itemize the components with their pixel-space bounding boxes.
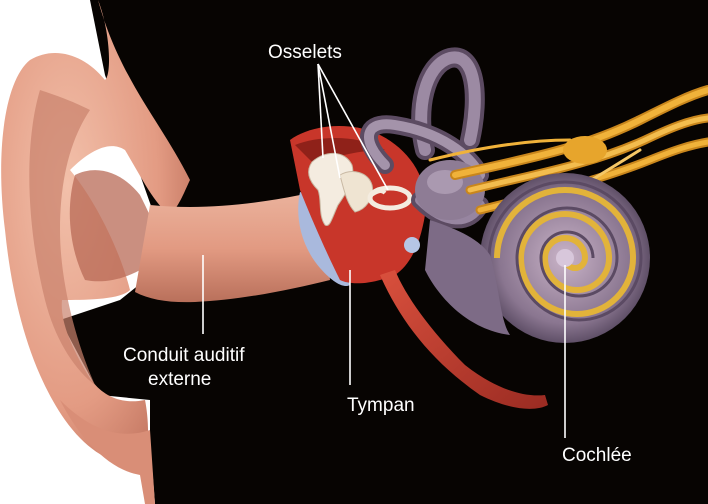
label-ear-canal-line1: Conduit auditif — [123, 345, 245, 366]
eustachian-tube — [380, 270, 548, 409]
leader-lines — [202, 63, 566, 438]
ear-canal — [135, 195, 330, 303]
earlobe — [60, 400, 155, 504]
label-cochlea: Cochlée — [562, 445, 632, 466]
cochlea — [480, 173, 650, 343]
concha — [69, 170, 160, 282]
label-ear-canal-line2: externe — [148, 369, 211, 390]
label-ossicles: Osselets — [268, 42, 342, 63]
round-window — [404, 237, 420, 253]
label-eardrum: Tympan — [347, 395, 415, 416]
auditory-nerve — [428, 85, 708, 222]
cochlea-base — [425, 220, 510, 335]
ossicles — [308, 152, 413, 227]
pinna-fold — [29, 90, 95, 385]
